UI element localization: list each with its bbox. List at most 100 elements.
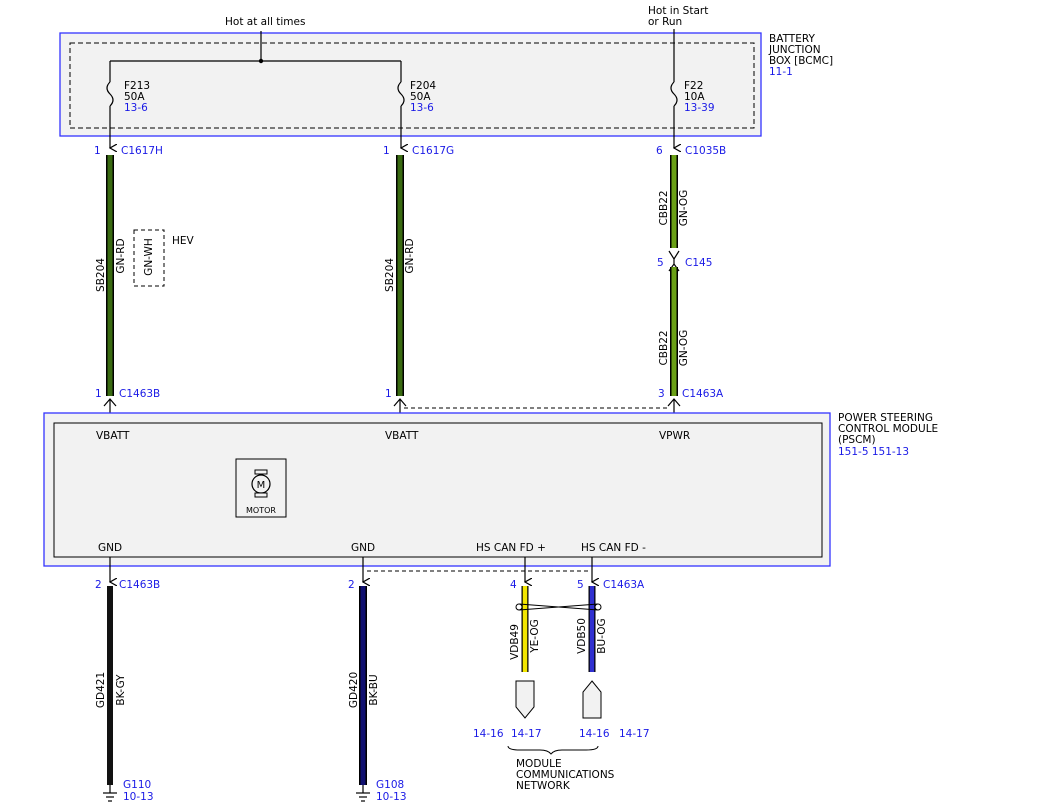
bjb-outline — [59, 32, 762, 137]
hev-label: HEV — [172, 235, 195, 247]
fuse-f213-ref: 13-6 — [124, 102, 148, 114]
g110-ref: 10-13 — [123, 791, 154, 803]
g108-name: G108 — [376, 779, 404, 791]
wire-vdb50-circuit: VDB50 — [576, 618, 588, 654]
wire-sb204-mid-circuit: SB204 — [384, 258, 396, 292]
wire-sb204-mid-color: GN-RD — [404, 238, 416, 273]
motor-symbol: M MOTOR — [235, 458, 287, 518]
c145-inline-connector: 5 C145 — [657, 250, 712, 272]
fuse-f22: F22 10A 13-39 — [670, 80, 715, 148]
or-run-label: or Run — [648, 16, 682, 28]
c1463b-bottom-name: C1463B — [119, 579, 160, 591]
net-plus-ref-a: 14-16 — [473, 728, 504, 740]
wire-vdb50-color: BU-OG — [596, 618, 608, 653]
hev-dashed-box — [133, 229, 165, 287]
fuse-f204-rating: 50A — [410, 91, 431, 103]
network-label-line2: COMMUNICATIONS — [516, 769, 615, 781]
network-label-line1: MODULE — [516, 758, 562, 770]
lower-connector-arrows — [110, 557, 592, 582]
wire-cbb22-upper-color: GN-OG — [678, 190, 690, 226]
pin-vpwr: VPWR — [659, 430, 690, 442]
fuse-f204-icon — [397, 81, 405, 107]
c1463a-top-name: C1463A — [682, 388, 724, 400]
fuse-f22-ref: 13-39 — [684, 102, 715, 114]
network-label-line3: NETWORK — [516, 780, 571, 792]
svg-text:M: M — [257, 480, 266, 491]
bjb-ref: 11-1 — [769, 66, 793, 78]
wire-sb204-left: SB204 GN-RD — [95, 155, 127, 396]
wire-cbb22-lower: CBB22 GN-OG — [658, 267, 690, 396]
wire-cbb22-upper: CBB22 GN-OG — [658, 155, 690, 248]
fuse-f22-rating: 10A — [684, 91, 705, 103]
c145-name: C145 — [685, 257, 712, 269]
c1463a-can-minus-name: C1463A — [603, 579, 645, 591]
fuse-f204-ref: 13-6 — [410, 102, 434, 114]
hot-in-start-label: Hot in Start — [648, 5, 708, 17]
wire-sb204-left-circuit: SB204 — [95, 258, 107, 292]
hev-wire-color: GN-WH — [143, 238, 155, 276]
hev-alternate-wire: GN-WH HEV — [133, 229, 195, 287]
bjb-title-line1: BATTERY — [769, 33, 815, 45]
c1463b-bottom-pin: 2 — [95, 579, 102, 591]
bjb-title-line3: BOX [BCMC] — [769, 55, 833, 67]
net-plus-ref-b: 14-17 — [511, 728, 542, 740]
c1463-mid-top-pin: 1 — [385, 388, 392, 400]
c1617g-name: C1617G — [412, 145, 454, 157]
fuse-f22-id: F22 — [684, 80, 703, 92]
wire-cbb22-upper-circuit: CBB22 — [658, 190, 670, 225]
fuse-f204: F204 50A 13-6 — [397, 80, 436, 148]
wire-gd420-color: BK-BU — [368, 674, 380, 705]
fuse-f213-icon — [106, 81, 114, 107]
c1617h-pin: 1 — [94, 145, 101, 157]
wire-gd420-circuit: GD420 — [348, 672, 360, 708]
pin-hs-can-minus: HS CAN FD - — [581, 542, 646, 554]
c1463-mid-bottom-pin: 2 — [348, 579, 355, 591]
supply-bus — [109, 29, 675, 82]
ground-g110: G110 10-13 — [103, 779, 154, 803]
hot-at-all-times-label: Hot at all times — [225, 16, 305, 28]
battery-junction-box: BATTERY JUNCTION BOX [BCMC] 11-1 — [59, 32, 833, 137]
ground-g108: G108 10-13 — [356, 779, 407, 803]
c1617g-pin: 1 — [383, 145, 390, 157]
c1035b-name: C1035B — [685, 145, 726, 157]
c1617h-name: C1617H — [121, 145, 163, 157]
pin-gnd-mid: GND — [351, 542, 375, 554]
pscm-title-line2: CONTROL MODULE — [838, 423, 938, 435]
wire-cbb22-lower-circuit: CBB22 — [658, 330, 670, 365]
pin-vbatt-mid: VBATT — [385, 430, 419, 442]
net-minus-ref-b: 14-17 — [619, 728, 650, 740]
wire-vdb49: VDB49 YE-OG — [509, 586, 541, 672]
c1463a-top-pin: 3 — [658, 388, 665, 400]
pin-gnd-left: GND — [98, 542, 122, 554]
g108-ref: 10-13 — [376, 791, 407, 803]
wire-vdb49-circuit: VDB49 — [509, 624, 521, 660]
c1463a-can-minus-pin: 5 — [577, 579, 584, 591]
pscm-inner-box — [53, 422, 823, 558]
pscm-module: POWER STEERING CONTROL MODULE (PSCM) 151… — [43, 412, 938, 567]
wire-vdb49-color: YE-OG — [529, 619, 541, 654]
pscm-title-line3: (PSCM) — [838, 434, 876, 446]
motor-label: MOTOR — [246, 506, 276, 515]
network-plus-connector-icon — [515, 680, 535, 719]
net-minus-ref-a: 14-16 — [579, 728, 610, 740]
wire-sb204-left-color: GN-RD — [115, 238, 127, 273]
pin-vbatt-left: VBATT — [96, 430, 130, 442]
c145-pin: 5 — [657, 257, 664, 269]
pscm-title-line1: POWER STEERING — [838, 412, 933, 424]
fuse-f213: F213 50A 13-6 — [106, 80, 150, 148]
pscm-refs: 151-5 151-13 — [838, 446, 909, 458]
fuse-f213-id: F213 — [124, 80, 150, 92]
wire-vdb50: VDB50 BU-OG — [576, 586, 608, 672]
wire-cbb22-lower-color: GN-OG — [678, 330, 690, 366]
wire-gd421: GD421 BK-GY — [95, 586, 127, 785]
c1463b-top-pin: 1 — [95, 388, 102, 400]
wire-gd420: GD420 BK-BU — [348, 586, 380, 785]
network-brace — [507, 745, 599, 755]
pin-hs-can-plus: HS CAN FD + — [476, 542, 546, 554]
c1463a-can-plus-pin: 4 — [510, 579, 517, 591]
wire-gd421-circuit: GD421 — [95, 672, 107, 708]
splice-dot — [258, 58, 264, 64]
fuse-f22-icon — [670, 81, 678, 107]
wire-gd421-color: BK-GY — [115, 674, 127, 706]
